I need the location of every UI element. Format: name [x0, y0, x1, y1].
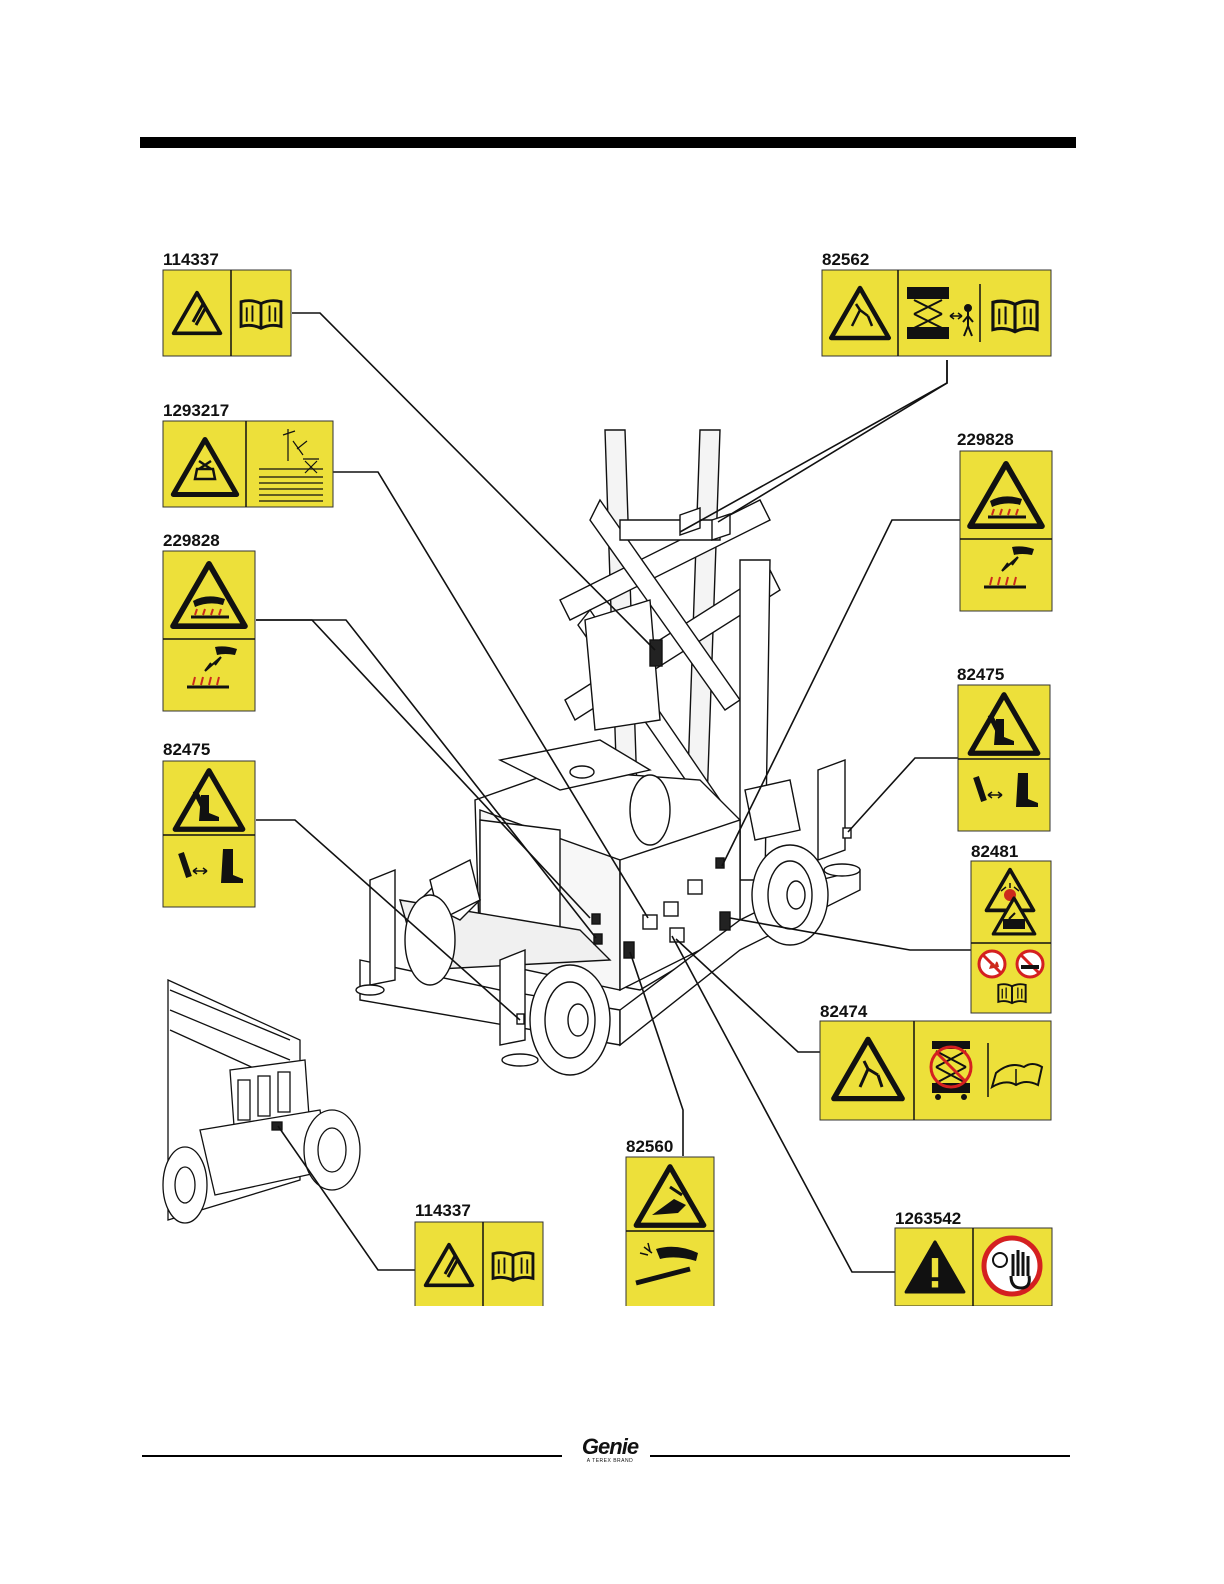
part-number-label: 82560	[626, 1138, 673, 1156]
decal-82481	[971, 861, 1051, 1013]
part-number-label: 114337	[163, 251, 219, 269]
genie-logo: Genie A TEREX BRAND	[569, 1436, 651, 1464]
decal-1263542	[895, 1228, 1052, 1306]
no-touch-hand-icon	[984, 1238, 1040, 1294]
part-number-label: 82475	[163, 741, 210, 759]
part-number-label: 1293217	[163, 402, 229, 420]
machine-end-detail	[163, 980, 360, 1223]
logo-wordmark: Genie	[569, 1436, 651, 1458]
footer-rule-left	[142, 1455, 562, 1457]
part-number-label: 114337	[415, 1202, 471, 1220]
part-number-label: 229828	[163, 532, 220, 550]
decal-82474	[820, 1021, 1051, 1120]
decal-229828-right	[960, 451, 1052, 611]
part-number-label: 82475	[957, 666, 1004, 684]
decal-229828-left	[163, 551, 255, 711]
decal-1293217	[163, 421, 333, 507]
part-number-label: 82474	[820, 1003, 867, 1021]
scissor-lift-illustration	[356, 430, 860, 1075]
decal-82475-left	[163, 761, 255, 907]
part-number-label: 82481	[971, 843, 1018, 861]
footer-rule-right	[650, 1455, 1070, 1457]
decal-82562	[822, 270, 1051, 356]
decal-82560	[626, 1157, 714, 1307]
decal-82475-right	[958, 685, 1050, 831]
decal-114337-bottom	[415, 1222, 543, 1308]
no-flame-icon	[979, 951, 1005, 977]
decal-114337-top	[163, 270, 291, 356]
part-number-label: 229828	[957, 431, 1014, 449]
no-smoking-icon	[1017, 951, 1043, 977]
part-number-label: 1263542	[895, 1210, 961, 1228]
part-number-label: 82562	[822, 251, 869, 269]
